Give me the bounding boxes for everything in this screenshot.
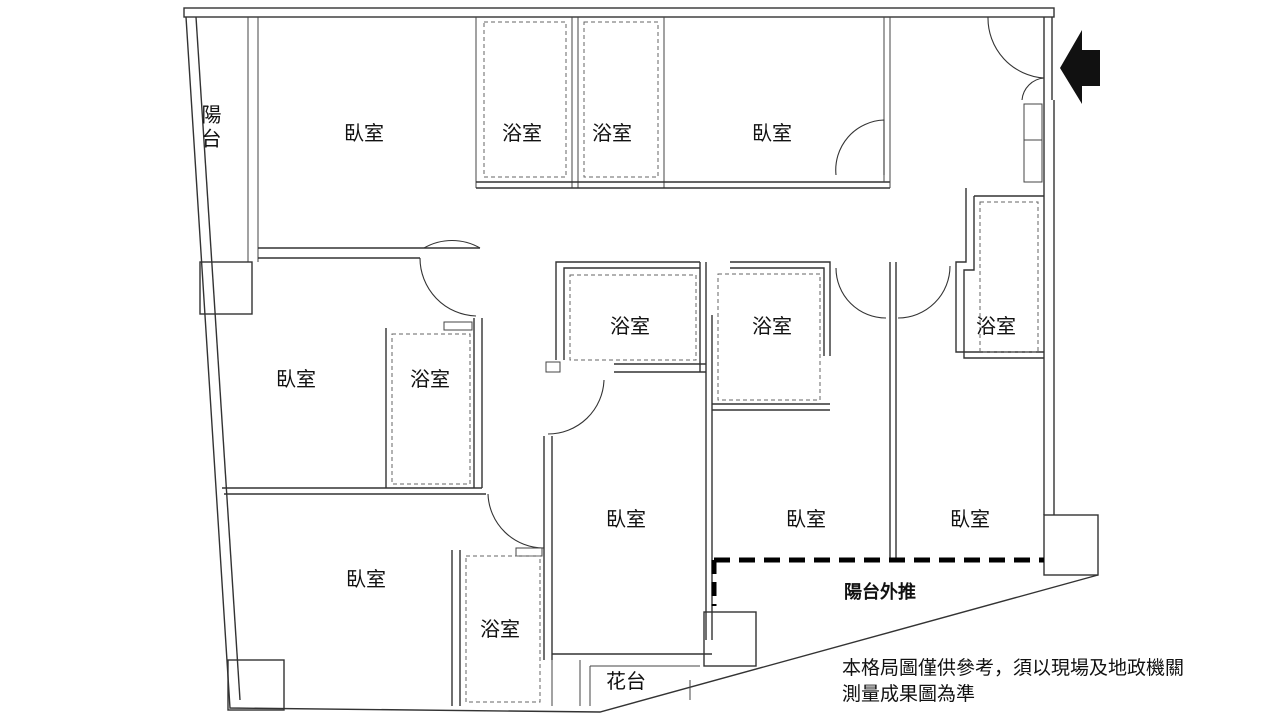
label-flower-bed: 花台 bbox=[606, 669, 646, 693]
label-bath-4: 浴室 bbox=[752, 314, 792, 338]
disclaimer-line-2: 測量成果圖為準 bbox=[842, 683, 976, 705]
label-bedroom-3: 臥室 bbox=[276, 367, 316, 391]
disclaimer-note: 本格局圖僅供參考，須以現場及地政機關 測量成果圖為準 bbox=[842, 655, 1278, 707]
arrow-left-icon bbox=[1060, 30, 1100, 104]
label-bath-6: 浴室 bbox=[410, 367, 450, 391]
label-bedroom-6: 臥室 bbox=[950, 507, 990, 531]
label-bedroom-4: 臥室 bbox=[606, 507, 646, 531]
label-bath-1: 浴室 bbox=[502, 121, 542, 145]
label-balcony-extension: 陽台外推 bbox=[844, 581, 916, 603]
label-bedroom-7: 臥室 bbox=[346, 567, 386, 591]
label-bath-3: 浴室 bbox=[610, 314, 650, 338]
label-bedroom-2: 臥室 bbox=[752, 121, 792, 145]
label-bedroom-5: 臥室 bbox=[786, 507, 826, 531]
balcony-extension-boundary bbox=[711, 557, 1044, 606]
top-row bbox=[258, 16, 1045, 259]
middle-left bbox=[222, 257, 486, 495]
label-balcony-top: 陽台 bbox=[198, 104, 222, 152]
bottom-left bbox=[227, 493, 700, 711]
outer-walls bbox=[183, 7, 1099, 713]
label-bedroom-1: 臥室 bbox=[344, 121, 384, 145]
label-bath-5: 浴室 bbox=[976, 314, 1016, 338]
disclaimer-line-1: 本格局圖僅供參考，須以現場及地政機關 bbox=[842, 657, 1185, 679]
right-block bbox=[889, 188, 1044, 560]
balcony-top-left bbox=[199, 17, 259, 315]
label-bath-7: 浴室 bbox=[480, 617, 520, 641]
label-bath-2: 浴室 bbox=[592, 121, 632, 145]
